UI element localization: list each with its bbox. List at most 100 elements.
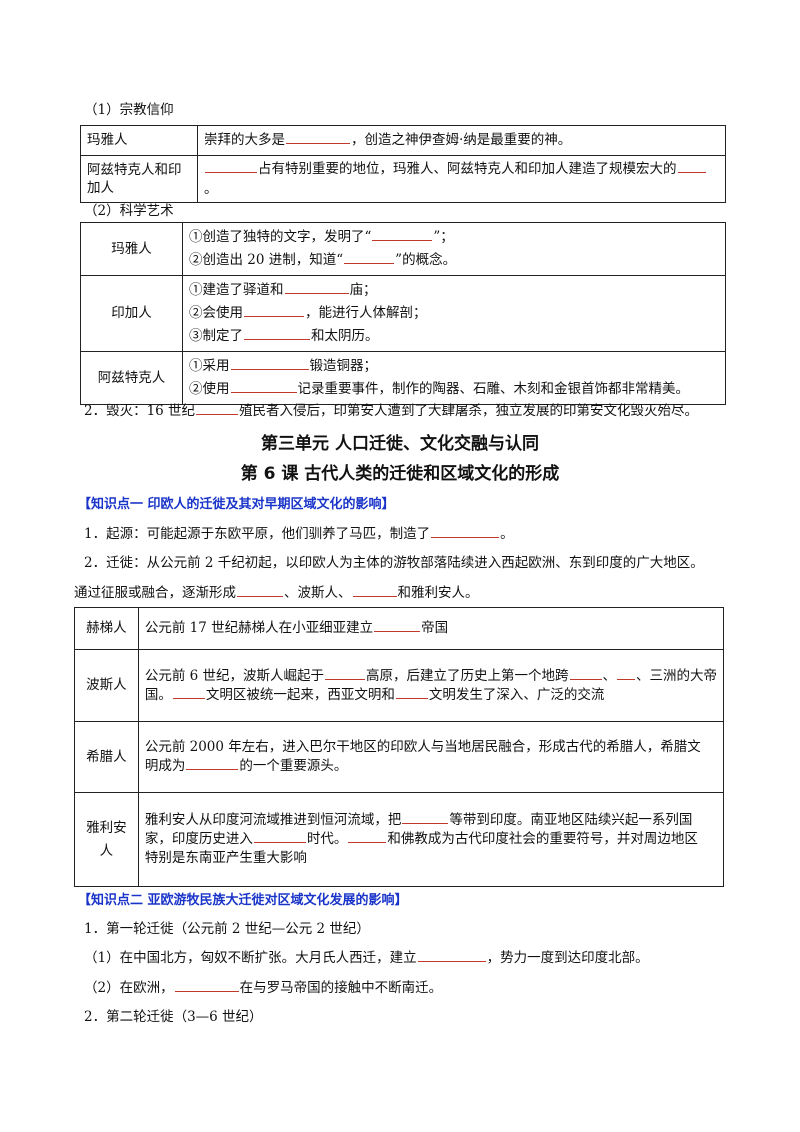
text-fragment: 文明区被统一起来，西亚文明和 [205, 686, 395, 703]
people-label: 希腊人 [74, 721, 139, 793]
text-fragment: 公元前 17 世纪赫梯人在小亚细亚建立 [144, 620, 374, 636]
knowledge-point-1: 【知识点一 印欧人的迁徙及其对早期区域文化的影响】 [78, 497, 395, 512]
fill-in-blank[interactable] [196, 402, 239, 415]
fill-in-blank[interactable] [348, 830, 387, 843]
unit-title: 第三单元 人口迁徙、文化交融与认同 [261, 434, 539, 454]
fill-in-blank[interactable] [230, 357, 309, 370]
fill-in-blank[interactable] [417, 949, 486, 962]
text-fragment: 特别是东南亚产生重大影响 [144, 850, 307, 866]
content-line: ①建造了驿道和 庙； [189, 279, 719, 302]
text-fragment: ，势力一度到达印度北部。 [486, 950, 649, 966]
fill-in-blank[interactable] [395, 686, 428, 699]
knowledge-point-2: 【知识点二 亚欧游牧民族大迁徙对区域文化发展的影响】 [78, 893, 408, 908]
text-fragment: ②会使用 [189, 305, 243, 321]
migration-line-2: 通过征服或融合，逐渐形成、波斯人、和雅利安人。 [74, 581, 479, 601]
people-label: 雅利安人 [74, 792, 139, 887]
content-line: ①采用锻造铜器； [189, 355, 719, 378]
text-fragment: ①创造了独特的文字，发明了“ [189, 229, 372, 245]
fill-in-blank[interactable] [205, 160, 257, 173]
text-fragment: 、 [602, 667, 617, 684]
first-wave-item-2: （2）在欧洲， 在与罗马帝国的接触中不断南迁。 [84, 976, 442, 996]
text-fragment: 庙； [349, 282, 377, 298]
content-line: ②会使用，能进行人体解剖； [189, 302, 719, 325]
text-fragment: 的一个重要源头。 [239, 758, 348, 774]
text-fragment: 2．毁灭：16 世纪 [84, 403, 196, 419]
text-fragment: （1）在中国北方，匈奴不断扩张。大月氏人西迁，建立 [84, 950, 417, 966]
text-fragment: 雅利安人从印度河流域推进到恒河流域，把 [144, 812, 402, 828]
fill-in-blank[interactable] [237, 584, 283, 597]
fill-in-blank[interactable] [174, 979, 239, 992]
text-fragment: 占有特别重要的地位，玛雅人、阿兹特克人和印加人建造了规模宏大的 [258, 161, 677, 177]
religion-row-label: 阿兹特克人和印加人 [80, 155, 198, 203]
text-fragment: 殖民者入侵后，印第安人遭到了大肆屠杀，独立发展的印第安文化毁灭殆尽。 [239, 403, 699, 419]
text-fragment: ，创造之神伊查姆·纳是最重要的神。 [351, 132, 572, 148]
lesson-title: 第 6 课 古代人类的迁徙和区域文化的形成 [240, 464, 560, 484]
text-fragment: 。 [204, 181, 218, 197]
text-fragment: ”的概念。 [395, 252, 457, 268]
content-line: 公元前 2000 年左右，进入巴尔干地区的印欧人与当地居民融合，形成古代的希腊人… [145, 738, 717, 757]
text-fragment: ②创造出 20 进制，知道“ [189, 252, 344, 268]
text-fragment: 和雅利安人。 [397, 585, 479, 601]
text-fragment: 公元前 2000 年左右，进入巴尔干地区的印欧人与当地居民融合，形成古代的希腊人… [144, 739, 701, 755]
fill-in-blank[interactable] [230, 380, 297, 393]
first-wave-item-1: （1）在中国北方，匈奴不断扩张。大月氏人西迁，建立 ，势力一度到达印度北部。 [84, 946, 649, 966]
fill-in-blank[interactable] [617, 667, 635, 680]
text-fragment: 等带到印度。南亚地区陆续兴起一系列国 [449, 812, 693, 828]
content-line: 占有特别重要的地位，玛雅人、阿兹特克人和印加人建造了规模宏大的 [204, 159, 719, 179]
people-description: 公元前 2000 年左右，进入巴尔干地区的印欧人与当地居民融合，形成古代的希腊人… [137, 721, 725, 793]
fill-in-blank[interactable] [431, 525, 500, 538]
text-fragment: 家，印度历史进入 [144, 831, 253, 847]
text-fragment: 文明发生了深入、广泛的交流 [428, 686, 605, 703]
religion-row-content: 占有特别重要的地位，玛雅人、阿兹特克人和印加人建造了规模宏大的。 [197, 155, 726, 203]
fill-in-blank[interactable] [352, 584, 397, 597]
text-fragment: 和太阴历。 [311, 328, 379, 344]
religion-row-content: 崇拜的大多是，创造之神伊查姆·纳是最重要的神。 [197, 125, 726, 156]
indo-european-table: 赫梯人 公元前 17 世纪赫梯人在小亚细亚建立帝国 波斯人 公元前 6 世纪，波… [74, 607, 725, 887]
content-line: ③制定了 和太阴历。 [189, 325, 719, 348]
text-fragment: 高原，后建立了历史上第一个地跨 [366, 667, 569, 684]
fill-in-blank[interactable] [402, 811, 449, 824]
second-wave-heading: 2．第二轮迁徙（3—6 世纪） [84, 1009, 263, 1025]
content-line: 家，印度历史进入 时代。 和佛教成为古代印度社会的重要符号，并对周边地区 [145, 830, 717, 849]
text-fragment: ①建造了驿道和 [189, 282, 284, 298]
fill-in-blank[interactable] [253, 830, 306, 843]
content-line: ①创造了独特的文字，发明了“”； [189, 226, 719, 249]
text-fragment: 、三洲的大帝 [636, 667, 717, 684]
content-line: 。 [204, 179, 719, 199]
religion-table: 玛雅人 崇拜的大多是，创造之神伊查姆·纳是最重要的神。 阿兹特克人和印加人 占有… [80, 125, 726, 203]
science-row-content: ①创造了独特的文字，发明了“”； ②创造出 20 进制，知道“ ”的概念。 [182, 222, 726, 276]
fill-in-blank[interactable] [284, 281, 349, 294]
text-fragment: 在与罗马帝国的接触中不断南迁。 [239, 980, 443, 996]
content-line: 明成为的一个重要源头。 [145, 757, 717, 776]
text-fragment: 和佛教成为古代印度社会的重要符号，并对周边地区 [387, 831, 698, 847]
fill-in-blank[interactable] [286, 131, 350, 144]
content-line: 崇拜的大多是，创造之神伊查姆·纳是最重要的神。 [204, 129, 719, 152]
content-line: ②创造出 20 进制，知道“ ”的概念。 [189, 249, 719, 272]
fill-in-blank[interactable] [344, 251, 395, 264]
fill-in-blank[interactable] [372, 228, 433, 241]
people-description: 公元前 17 世纪赫梯人在小亚细亚建立帝国 [137, 607, 725, 650]
text-fragment: 公元前 6 世纪，波斯人崛起于 [144, 667, 324, 684]
text-fragment: 、波斯人、 [284, 585, 352, 601]
content-line: 国。 文明区被统一起来，西亚文明和 文明发生了深入、广泛的交流 [145, 686, 717, 705]
text-fragment: ③制定了 [189, 328, 243, 344]
text-fragment: （2）在欧洲， [84, 980, 174, 996]
fill-in-blank[interactable] [186, 757, 239, 770]
fill-in-blank[interactable] [569, 667, 602, 680]
people-description: 雅利安人从印度河流域推进到恒河流域，把 等带到印度。南亚地区陆续兴起一系列国家，印… [137, 792, 725, 887]
fill-in-blank[interactable] [244, 327, 310, 340]
section-heading-science: （2）科学艺术 [84, 203, 174, 219]
fill-in-blank[interactable] [244, 304, 304, 317]
religion-row-label: 玛雅人 [80, 125, 198, 156]
text-fragment: 国。 [144, 686, 172, 703]
fill-in-blank[interactable] [325, 667, 365, 680]
science-row-label: 阿兹特克人 [80, 351, 183, 405]
text-fragment: 时代。 [306, 831, 348, 847]
section-heading-religion: （1）宗教信仰 [84, 102, 174, 118]
fill-in-blank[interactable] [172, 686, 205, 699]
fill-in-blank[interactable] [677, 160, 706, 173]
fill-in-blank[interactable] [374, 619, 421, 632]
destroy-line: 2．毁灭：16 世纪 殖民者入侵后，印第安人遭到了大肆屠杀，独立发展的印第安文化毁… [84, 399, 698, 419]
science-table: 玛雅人 ①创造了独特的文字，发明了“”；②创造出 20 进制，知道“”的概念。 … [80, 222, 726, 405]
text-fragment: 锻造铜器； [309, 358, 378, 374]
